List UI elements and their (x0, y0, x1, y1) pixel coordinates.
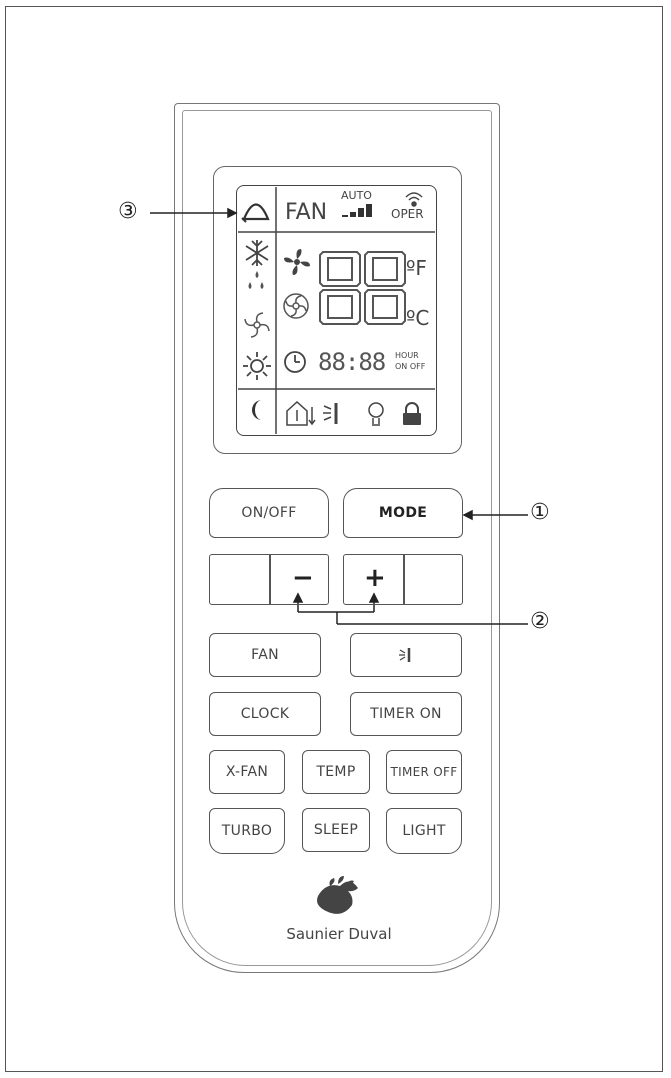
rocker-divider (269, 555, 271, 604)
snowflake-icon (245, 240, 269, 266)
light-button[interactable]: LIGHT (386, 808, 462, 854)
auto-label: AUTO (341, 189, 372, 202)
sun-icon (243, 352, 271, 380)
page-frame (5, 6, 663, 1072)
rocker-divider (403, 555, 405, 604)
lcd-screen (236, 185, 437, 436)
fan-label: FAN (285, 200, 328, 225)
fan-speed-icon (342, 204, 372, 217)
x-fan-button[interactable]: X-FAN (209, 750, 285, 794)
temperature-digits-icon (319, 251, 406, 325)
turbo-swirl-icon (283, 293, 309, 319)
brand-name: Saunier Duval (286, 925, 392, 943)
home-temp-icon (286, 400, 316, 426)
remote-control-inner-edge (182, 110, 492, 966)
lcd-display (213, 166, 462, 454)
sleep-button[interactable]: SLEEP (302, 808, 370, 852)
turbo-button[interactable]: TURBO (209, 808, 285, 854)
on-off-button[interactable]: ON/OFF (209, 488, 329, 538)
temp-button[interactable]: TEMP (302, 750, 370, 794)
callout-arrows (150, 207, 528, 625)
hour-label: HOUR (395, 351, 419, 360)
timer-on-button[interactable]: TIMER ON (350, 692, 462, 736)
callout-1: ① (530, 500, 550, 525)
oper-label: OPER (391, 207, 424, 221)
brand-bird-icon (317, 876, 358, 914)
clock-button[interactable]: CLOCK (209, 692, 321, 736)
on-off-label: ON OFF (395, 362, 426, 371)
lock-icon (403, 402, 421, 425)
callout-3: ③ (118, 199, 138, 224)
swing-button[interactable] (350, 633, 462, 677)
unit-c: ºC (406, 306, 430, 330)
fan-button[interactable]: FAN (209, 633, 321, 677)
timer-off-button[interactable]: TIMER OFF (386, 750, 462, 794)
auto-mode-icon (241, 203, 270, 223)
unit-f: ºF (406, 256, 427, 280)
dry-drops-icon (248, 271, 264, 289)
clock-icon (284, 351, 306, 373)
callout-2: ② (530, 609, 550, 634)
signal-icon (405, 192, 423, 207)
minus-button[interactable]: − (292, 563, 314, 593)
mode-button[interactable]: MODE (343, 488, 463, 538)
fan-blade-icon (284, 249, 310, 275)
bulb-icon (368, 402, 384, 426)
swing-icon (323, 403, 338, 424)
swing-icon (399, 648, 411, 662)
fan-mode-icon (244, 312, 270, 338)
moon-icon (252, 400, 262, 420)
temp-down-rocker[interactable]: − (209, 554, 329, 605)
temp-up-rocker[interactable]: + (343, 554, 463, 605)
clock-digits: 88:88 (318, 348, 386, 376)
plus-button[interactable]: + (364, 563, 386, 593)
